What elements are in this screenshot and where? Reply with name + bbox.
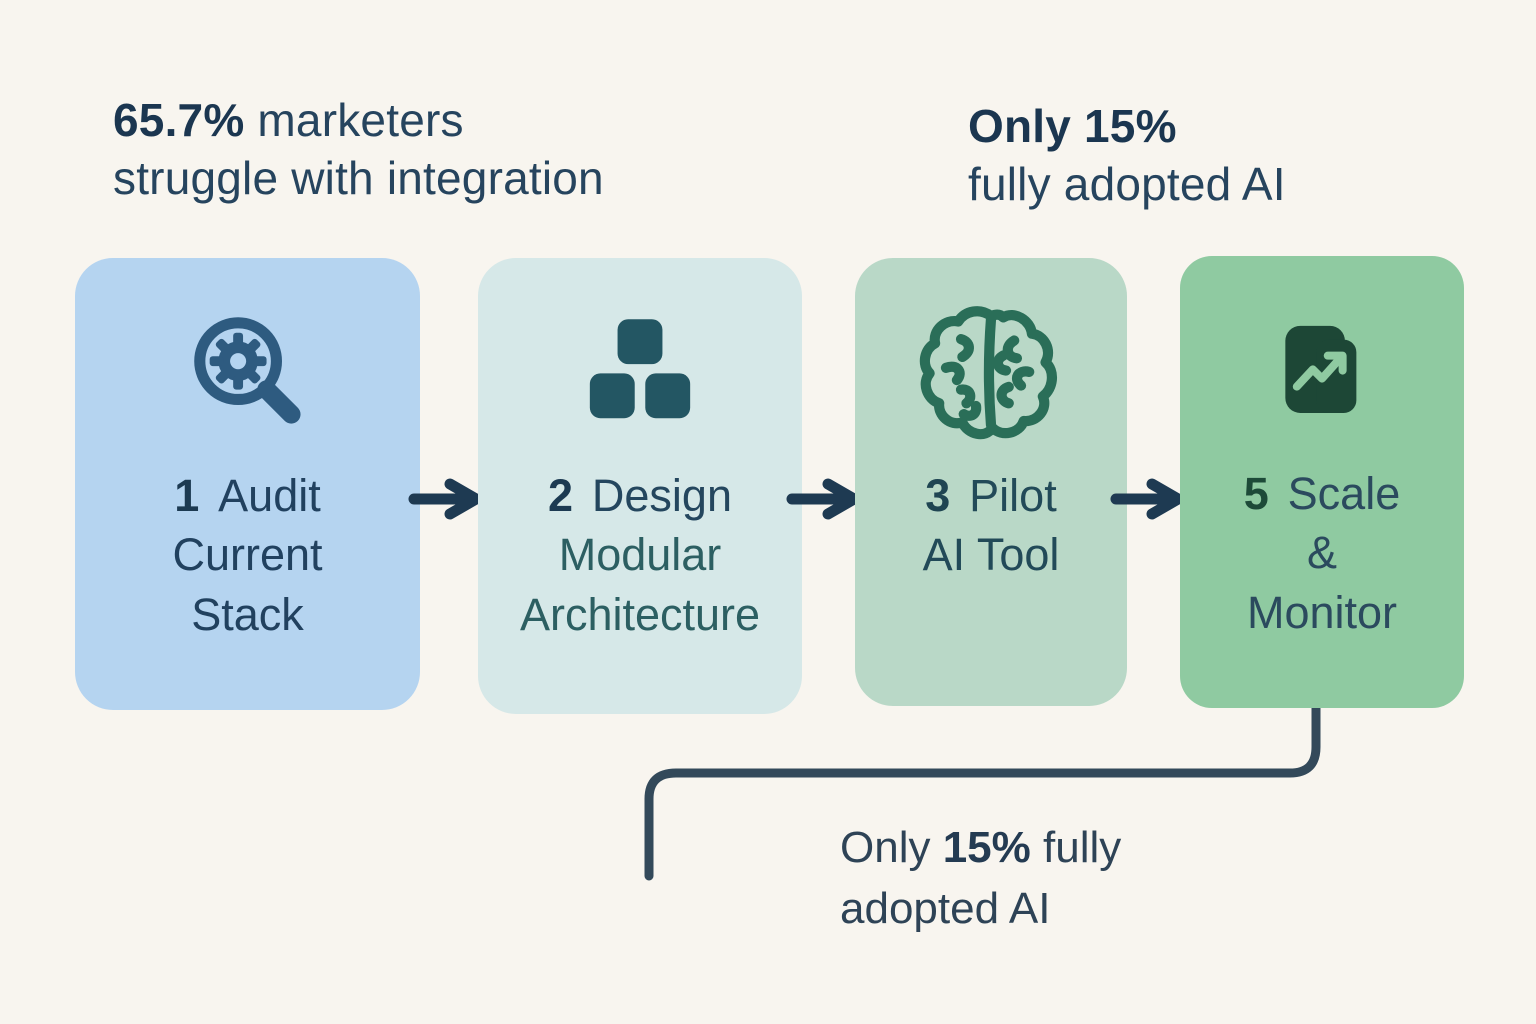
stat-bottom-post: fully	[1030, 823, 1122, 872]
stat-top-left: 65.7% marketers struggle with integratio…	[113, 92, 673, 208]
step-number: 1	[174, 470, 200, 521]
stat-top-left-text: marketers	[244, 94, 464, 146]
arrow-right-icon	[1110, 478, 1184, 520]
magnifier-gear-icon	[180, 302, 316, 450]
stat-bottom: Only 15% fully adopted AI	[840, 818, 1121, 939]
stat-top-left-line2: struggle with integration	[113, 151, 604, 204]
brain-icon	[916, 302, 1066, 450]
arrow-right-icon	[408, 478, 482, 520]
arrow-right-icon	[786, 478, 860, 520]
report-growth-icon	[1259, 300, 1385, 448]
stat-bottom-pre: Only	[840, 823, 943, 872]
step-number: 5	[1243, 468, 1269, 519]
stat-top-right: Only 15% fully adopted AI	[968, 98, 1388, 214]
step-number: 2	[547, 470, 574, 521]
stat-bottom-value: 15%	[942, 823, 1031, 872]
stat-top-right-line2: fully adopted AI	[968, 157, 1286, 210]
stat-bottom-line2: adopted AI	[840, 883, 1051, 933]
stat-top-left-value: 65.7%	[113, 94, 245, 146]
stat-top-right-value: Only 15%	[968, 100, 1177, 152]
modular-blocks-icon	[574, 302, 706, 450]
step-number: 3	[925, 470, 951, 521]
